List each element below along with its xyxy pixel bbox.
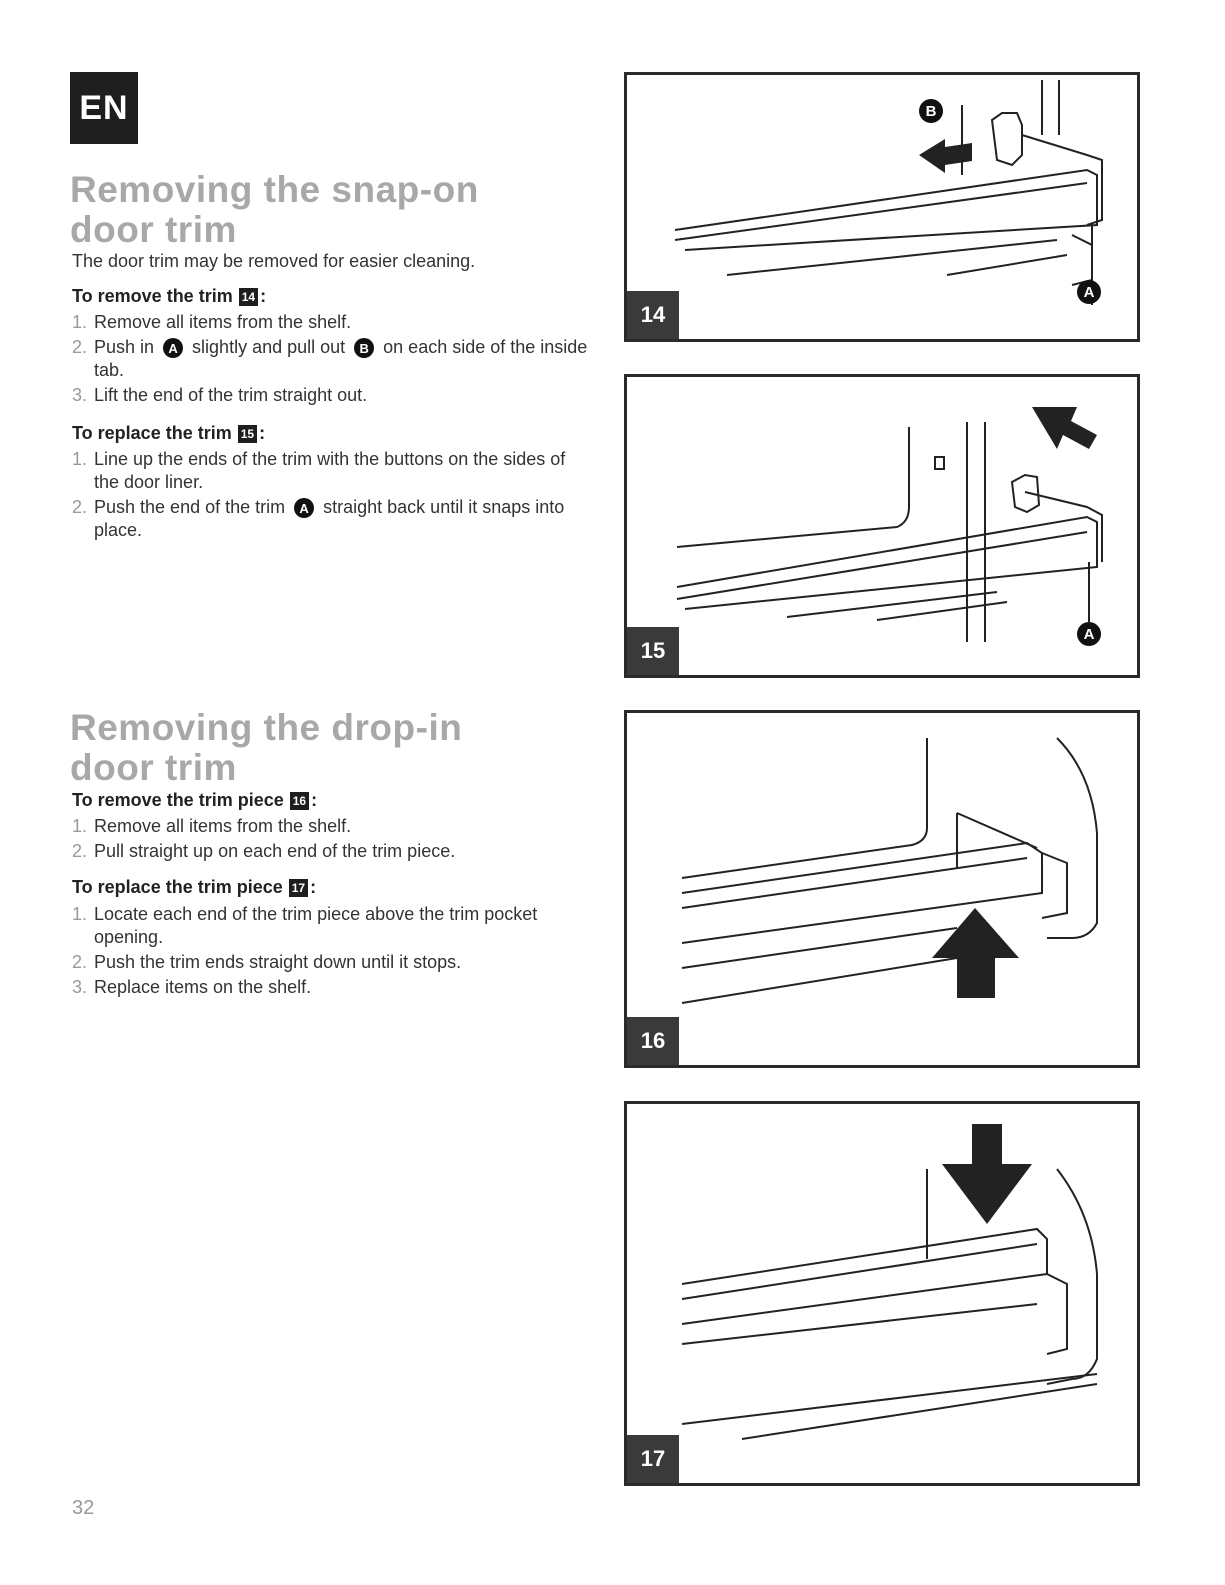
section1-heading: Removing the snap-on door trim	[70, 170, 479, 250]
replace-trim-piece-subheading: To replace the trim piece 17:	[72, 877, 317, 897]
replace-trim-title: To replace the trim	[72, 423, 232, 443]
list-item: 1.Line up the ends of the trim with the …	[72, 449, 566, 492]
figure-ref-16: 16	[289, 791, 310, 810]
replace-trim-steps: 1.Line up the ends of the trim with the …	[72, 448, 592, 544]
figure-label: 16	[627, 1017, 679, 1065]
figure-label: 17	[627, 1435, 679, 1483]
section1-heading-line2: door trim	[70, 209, 237, 250]
drop-in-trim-removal-illustration	[681, 737, 1098, 1004]
list-item: 2.Pull straight up on each end of the tr…	[72, 841, 456, 861]
drop-in-trim-replace-illustration	[681, 1124, 1098, 1440]
section2-heading: Removing the drop-in door trim	[70, 708, 462, 788]
section1-heading-line1: Removing the snap-on	[70, 169, 479, 210]
replace-trim-subheading: To replace the trim 15:	[72, 423, 266, 443]
callout-a-icon: A	[1077, 622, 1101, 646]
list-item: 3.Lift the end of the trim straight out.	[72, 385, 368, 405]
remove-trim-steps: 1.Remove all items from the shelf. 2.Pus…	[72, 311, 592, 409]
figure-ref-17: 17	[288, 878, 309, 897]
figure-14: B A 14	[624, 72, 1140, 342]
language-badge: EN	[70, 72, 138, 144]
callout-b-icon: B	[919, 99, 943, 123]
figure-ref-15: 15	[237, 424, 258, 443]
list-item: 1.Remove all items from the shelf.	[72, 816, 352, 836]
remove-trim-piece-title: To remove the trim piece	[72, 790, 284, 810]
push-back-arrow-icon	[1032, 407, 1097, 449]
list-item: 3.Replace items on the shelf.	[72, 977, 312, 997]
snap-on-trim-replace-illustration	[676, 407, 1103, 642]
figure-15: A 15	[624, 374, 1140, 678]
remove-trim-subheading: To remove the trim 14:	[72, 286, 267, 306]
replace-trim-piece-title: To replace the trim piece	[72, 877, 283, 897]
callout-a-icon: A	[1077, 280, 1101, 304]
section1-intro: The door trim may be removed for easier …	[72, 251, 476, 271]
pull-up-arrow-icon	[932, 908, 1019, 998]
remove-trim-piece-subheading: To remove the trim piece 16:	[72, 790, 318, 810]
figure-label: 14	[627, 291, 679, 339]
snap-on-trim-removal-illustration	[674, 80, 1103, 305]
callout-a-icon: A	[163, 338, 184, 359]
figure-ref-14: 14	[238, 287, 259, 306]
list-item: 2.Push the end of the trim A straight ba…	[72, 497, 565, 540]
figure-label: 15	[627, 627, 679, 675]
list-item: 2.Push in A slightly and pull out B on e…	[72, 337, 588, 380]
callout-a-icon: A	[294, 498, 315, 519]
remove-trim-title: To remove the trim	[72, 286, 233, 306]
section2-heading-line1: Removing the drop-in	[70, 707, 463, 748]
pull-out-arrow-icon	[919, 139, 972, 173]
section2-heading-line2: door trim	[70, 747, 237, 788]
remove-trim-piece-steps: 1.Remove all items from the shelf. 2.Pul…	[72, 815, 592, 865]
list-item: 1.Locate each end of the trim piece abov…	[72, 904, 538, 947]
list-item: 1.Remove all items from the shelf.	[72, 312, 352, 332]
list-item: 2.Push the trim ends straight down until…	[72, 952, 462, 972]
figure-17: 17	[624, 1101, 1140, 1486]
figure-16: 16	[624, 710, 1140, 1068]
replace-trim-piece-steps: 1.Locate each end of the trim piece abov…	[72, 903, 592, 1001]
page-number: 32	[72, 1497, 95, 1519]
callout-b-icon: B	[354, 338, 375, 359]
push-down-arrow-icon	[942, 1124, 1032, 1224]
